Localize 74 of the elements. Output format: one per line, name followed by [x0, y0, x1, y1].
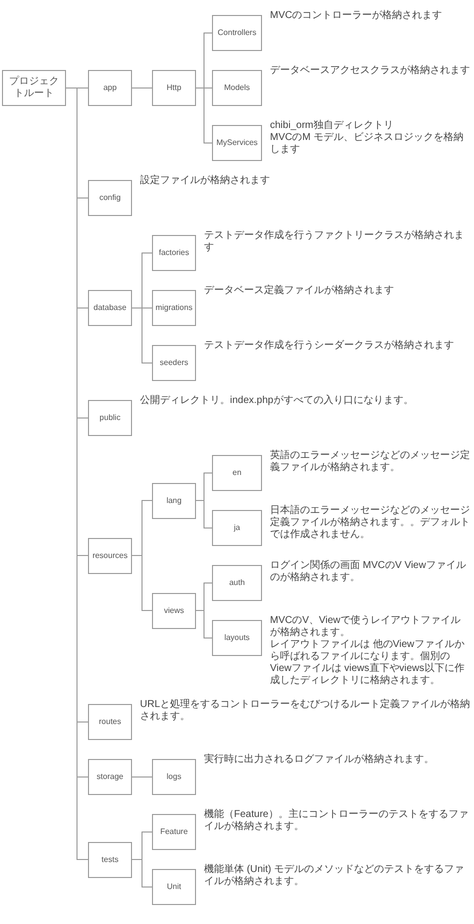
description-text: URLと処理をするコントローラーをむびつけるルート定義ファイルが格納されます。 [140, 699, 470, 723]
folder-name: database [92, 303, 128, 313]
folder-name: app [102, 83, 118, 93]
folder-box [152, 235, 196, 271]
folder-name: routes [98, 717, 122, 727]
folder-name: factories [158, 248, 190, 258]
description-text: 公開ディレクトリ。index.phpがすべての入り口になります。 [140, 395, 414, 407]
folder-box [88, 70, 132, 106]
description-text: chibi_orm独自ディレクトリ [270, 120, 394, 132]
description-text: 機能（Feature）。主にコントローラーのテストをするファイルが格納されます。 [204, 809, 470, 833]
folder-name: ja [232, 523, 242, 533]
folder-box [152, 592, 196, 628]
folder-name: Unit [166, 882, 182, 892]
folder-box [212, 15, 262, 51]
folder-box [152, 759, 196, 795]
folder-box [212, 510, 262, 546]
folder-name: layouts [223, 633, 251, 643]
folder-box [212, 455, 262, 491]
folder-box [88, 704, 132, 740]
folder-name: Http [166, 83, 182, 93]
description-text: ログイン関係の画面 MVCのV Viewファイルのが格納されます。 [270, 560, 467, 584]
description-text: 日本語のエラーメッセージなどのメッセージ定義ファイルが格納されます。。デフォルトでは作成されません。 [270, 505, 470, 541]
folder-box [152, 814, 196, 850]
folder-name: logs [166, 772, 182, 782]
folder-name: Feature [159, 827, 189, 837]
description-text: レイアウトファイルは 他のViewファイルから呼ばれるファイルになります。個別のViewファイルは views直下やviews以下に作成したディレクトリに格納されます。 [270, 639, 466, 687]
folder-box [88, 759, 132, 795]
folder-name: migrations [154, 303, 194, 313]
description-text: 英語のエラーメッセージなどのメッセージ定義ファイルが格納されます。 [270, 450, 470, 474]
folder-name: public [98, 413, 122, 423]
folder-name: en [232, 468, 242, 478]
folder-name: Controllers [216, 28, 258, 38]
folder-box [88, 842, 132, 878]
folder-box [88, 400, 132, 436]
folder-name: seeders [158, 358, 190, 368]
folder-box [212, 70, 262, 106]
folder-box [152, 345, 196, 381]
connector-line [132, 555, 152, 611]
description-text: テストデータ作成を行うファクトリークラスが格納されます [204, 230, 465, 254]
folder-box [212, 125, 262, 161]
folder-name: MyServices [215, 138, 259, 148]
description-text: MVCのV、Viewで使うレイアウトファイルが格納されます。 [270, 615, 462, 639]
description-text: 機能単体 (Unit) モデルのメソッドなどのテストをするファイルが格納されます。 [204, 864, 465, 888]
folder-name: views [162, 606, 185, 616]
folder-name: tests [100, 854, 120, 864]
connector-line [196, 88, 212, 144]
folder-name: config [98, 193, 122, 203]
description-text: データベースアクセスクラスが格納されます [270, 65, 470, 77]
folder-name: storage [96, 772, 124, 782]
folder-box [212, 565, 262, 601]
connector-line [196, 500, 212, 528]
folder-name: lang [165, 496, 183, 506]
folder-name: Models [223, 83, 251, 93]
folder-box [152, 482, 196, 518]
folder-box [2, 70, 66, 106]
folder-box [88, 290, 132, 326]
folder-box [88, 538, 132, 574]
folder-name: プロジェクトルート [8, 76, 60, 100]
description-text: 設定ファイルが格納されます [140, 175, 271, 187]
connector-line [196, 610, 212, 638]
connector-line [132, 308, 152, 364]
description-text: テストデータ作成を行うシーダークラスが格納されます [204, 340, 455, 352]
description-text: 実行時に出力されるログファイルが格納されます。 [204, 754, 435, 766]
folder-box [152, 70, 196, 106]
folder-box [88, 180, 132, 216]
folder-box [212, 620, 262, 656]
description-text: MVCのM モデル、ビジネスロジックを格納します [270, 132, 464, 156]
folder-box [152, 869, 196, 905]
description-text: データベース定義ファイルが格納されます [204, 285, 395, 297]
description-text: MVCのコントローラーが格納されます [270, 10, 444, 22]
folder-box [152, 290, 196, 326]
folder-name: resources [91, 550, 129, 560]
folder-name: auth [228, 578, 246, 588]
connector-line [132, 776, 152, 778]
